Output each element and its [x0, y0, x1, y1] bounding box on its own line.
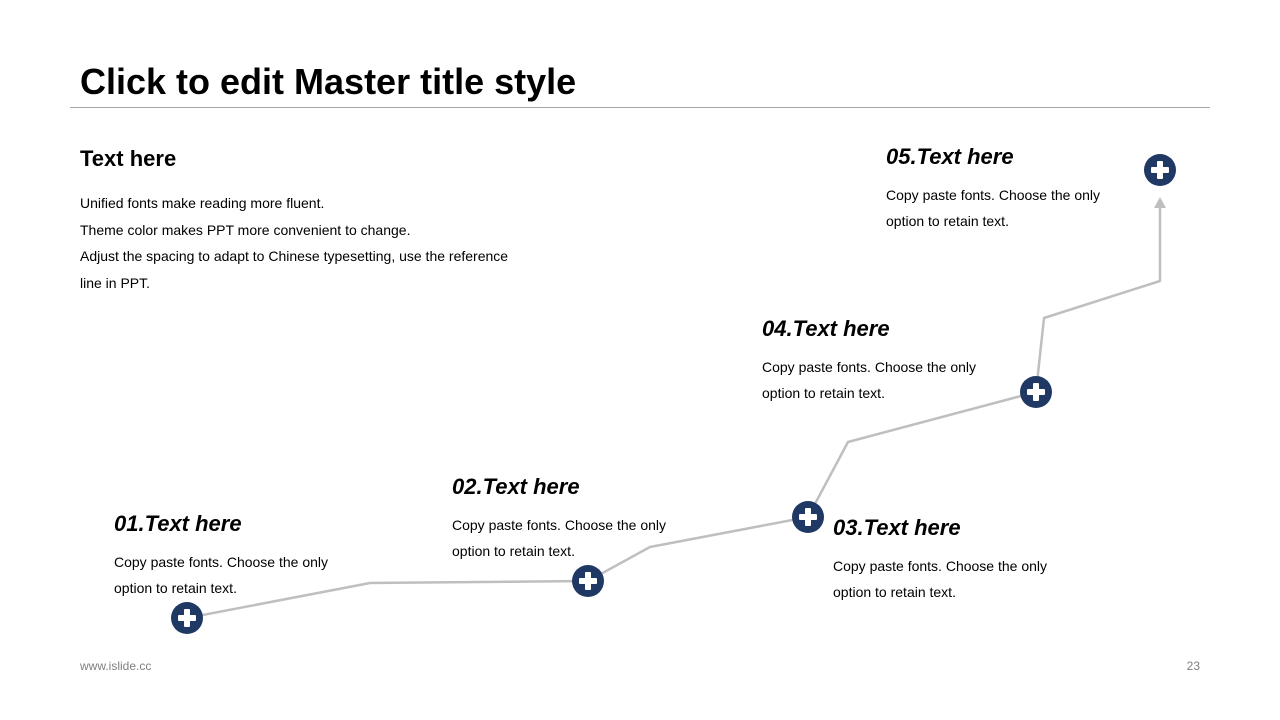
intro-line: Unified fonts make reading more fluent.	[80, 195, 325, 211]
step-description: Copy paste fonts. Choose the only option…	[452, 517, 667, 559]
intro-line: Theme color makes PPT more convenient to…	[80, 221, 411, 238]
step-02: 02.Text here Copy paste fonts. Choose th…	[452, 472, 712, 564]
step-04: 04.Text here Copy paste fonts. Choose th…	[762, 314, 1022, 406]
step-heading: 03.Text here	[833, 515, 961, 540]
step-description: Copy paste fonts. Choose the only option…	[886, 187, 1101, 229]
step-description: Copy paste fonts. Choose the only option…	[762, 359, 977, 401]
step-03-plus-icon	[792, 501, 824, 533]
intro-block: Text here Unified fonts make reading mor…	[80, 144, 550, 296]
step-05: 05.Text here Copy paste fonts. Choose th…	[886, 142, 1146, 234]
intro-line: Adjust the spacing to adapt to Chinese t…	[80, 248, 509, 264]
intro-text: Unified fonts make reading more fluent. …	[80, 190, 550, 296]
footer-url: www.islide.cc	[80, 659, 152, 673]
step-description: Copy paste fonts. Choose the only option…	[114, 554, 329, 596]
intro-heading: Text here	[80, 146, 177, 171]
step-heading: 01.Text here	[114, 511, 242, 536]
page-number: 23	[1186, 659, 1200, 673]
step-05-plus-icon	[1144, 154, 1176, 186]
step-01-plus-icon	[171, 602, 203, 634]
step-heading: 04.Text here	[762, 316, 890, 341]
step-description: Copy paste fonts. Choose the only option…	[833, 558, 1048, 600]
step-03: 03.Text here Copy paste fonts. Choose th…	[833, 513, 1093, 605]
path-arrowhead-icon	[1154, 197, 1166, 208]
intro-line: line in PPT.	[80, 274, 151, 291]
title-divider	[70, 107, 1210, 108]
slide-title: Click to edit Master title style	[80, 61, 577, 102]
growth-path-line	[186, 208, 1162, 620]
step-01: 01.Text here Copy paste fonts. Choose th…	[114, 509, 374, 601]
step-heading: 02.Text here	[452, 474, 580, 499]
step-02-plus-icon	[572, 565, 604, 597]
step-heading: 05.Text here	[886, 144, 1014, 169]
step-04-plus-icon	[1020, 376, 1052, 408]
